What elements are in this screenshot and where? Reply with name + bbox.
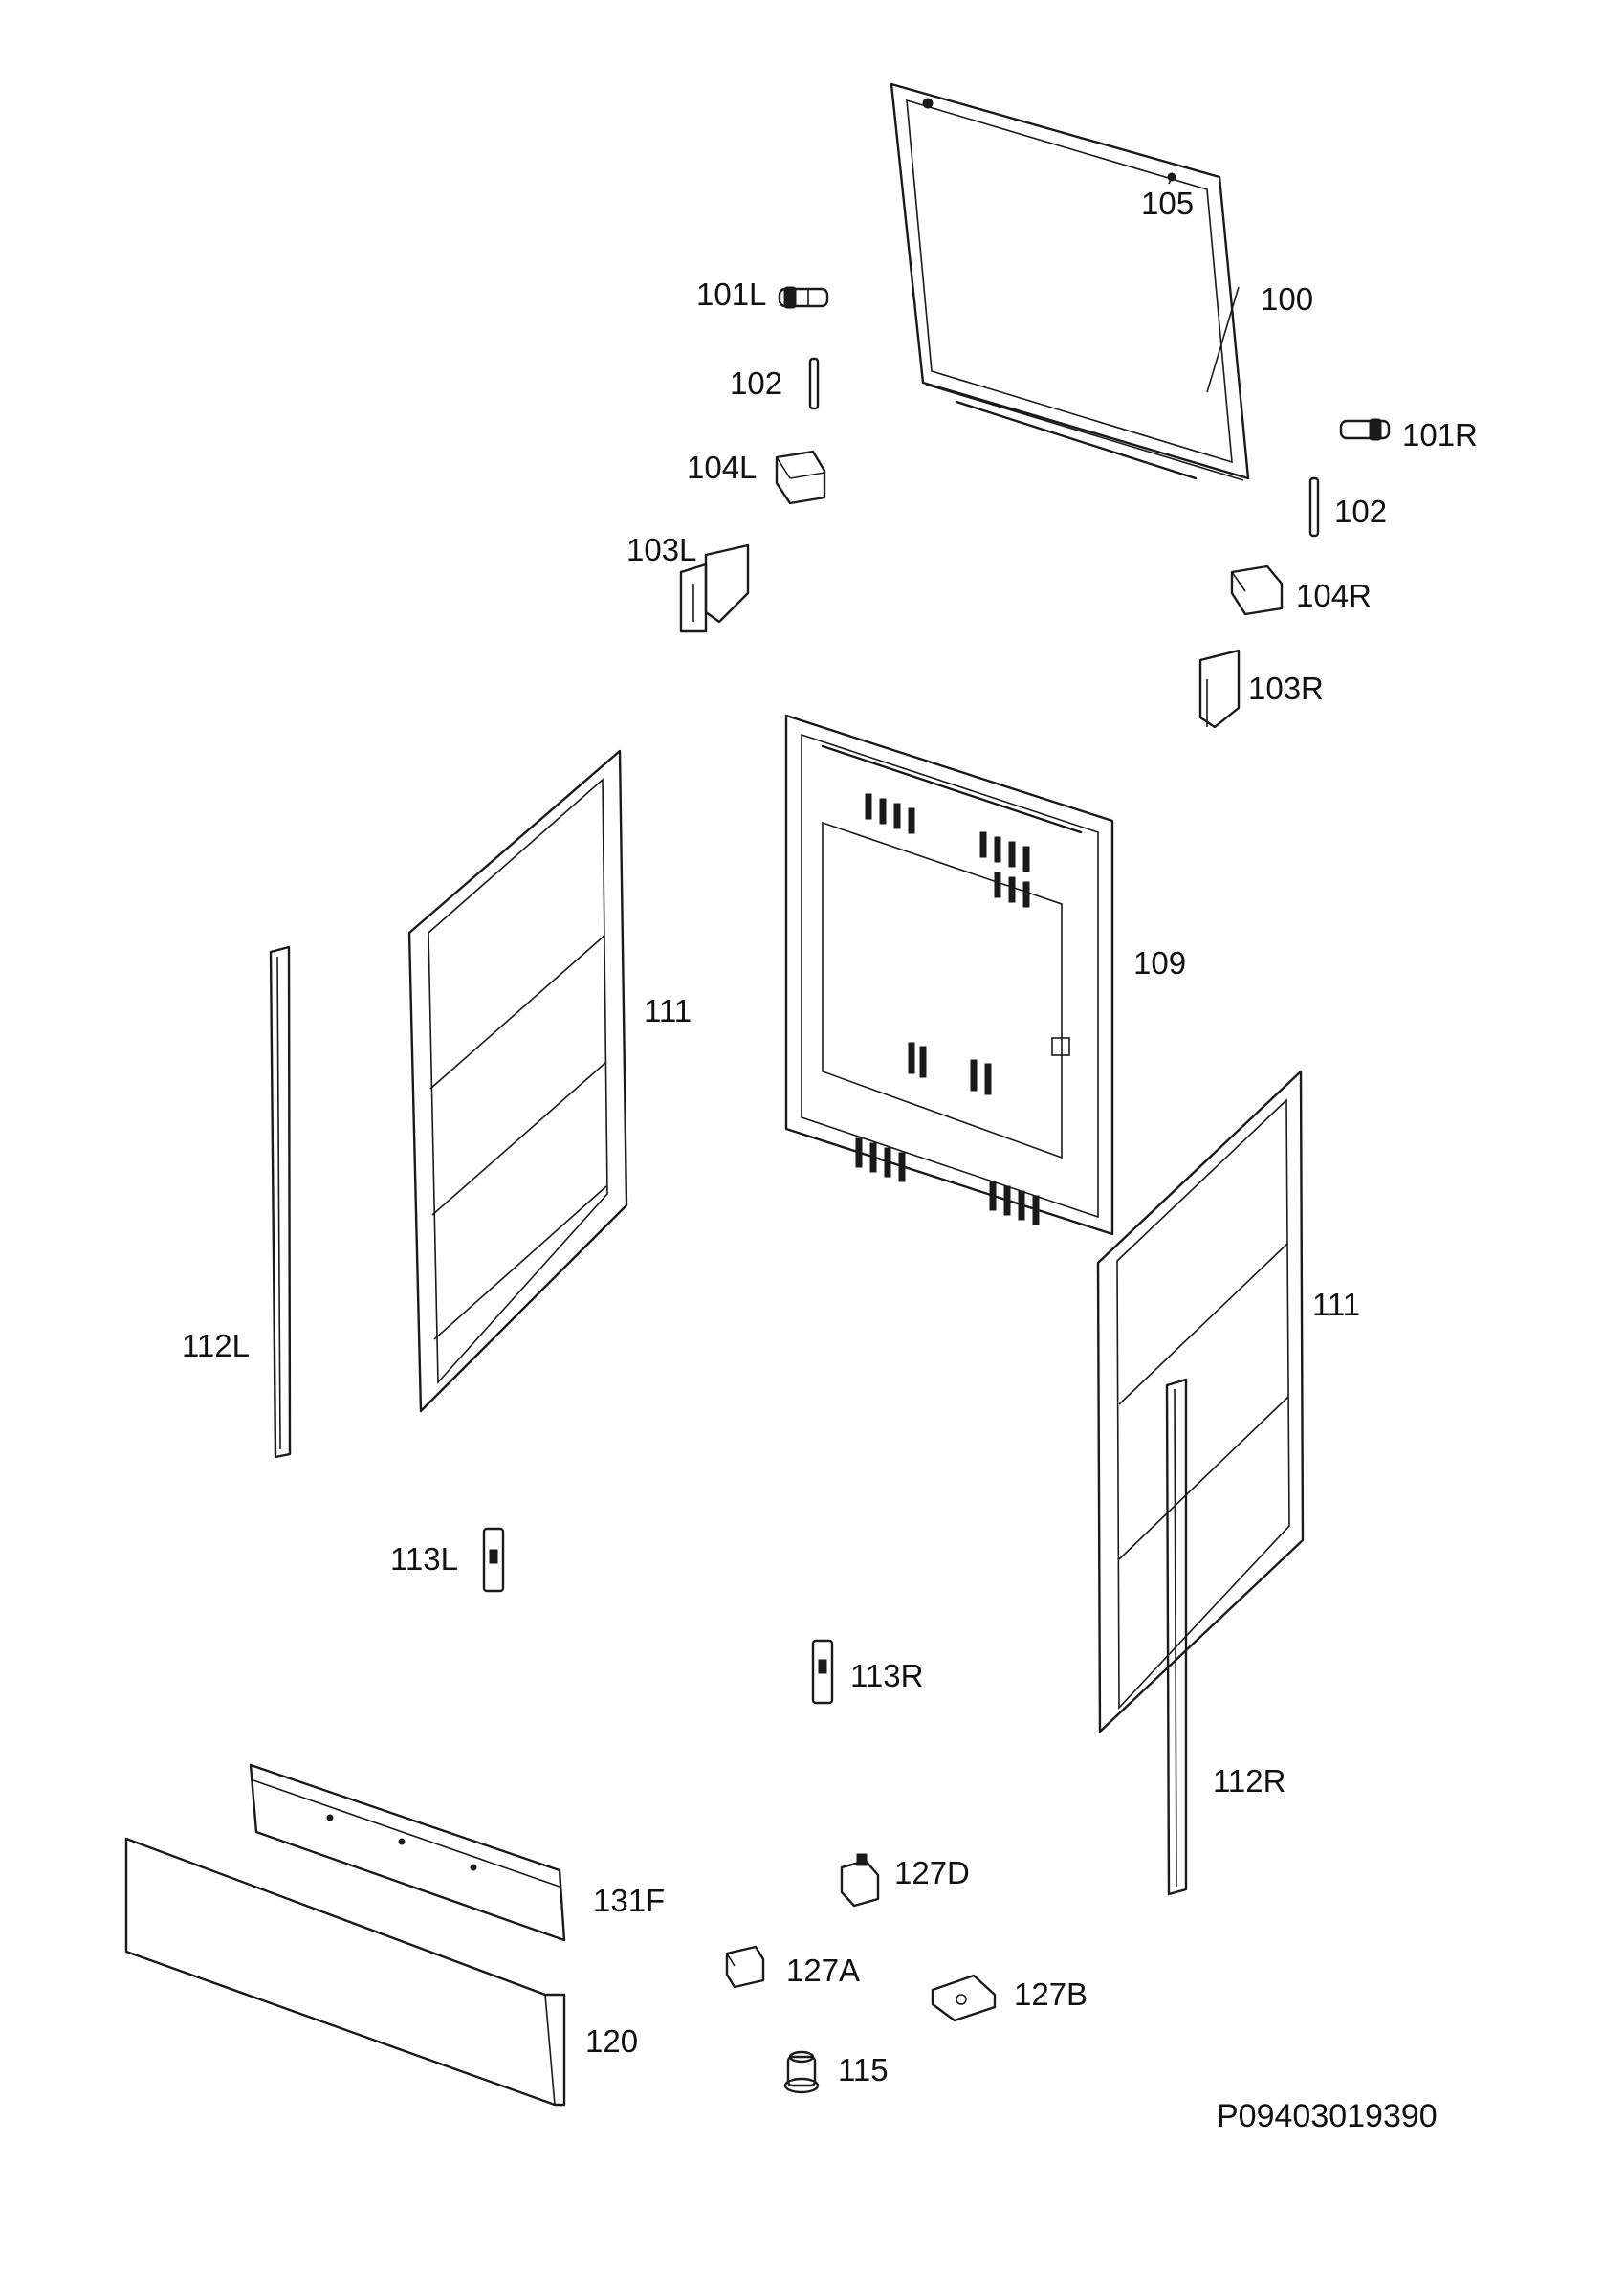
- diagram-code: P09403019390: [1217, 2098, 1438, 2134]
- label-102-left: 102: [730, 365, 783, 401]
- label-113L: 113L: [390, 1541, 458, 1577]
- label-101R: 101R: [1402, 417, 1478, 453]
- part-100-lid[interactable]: [890, 82, 1250, 481]
- label-112R: 112R: [1213, 1763, 1286, 1799]
- part-102-rod-right[interactable]: [1308, 476, 1320, 538]
- part-120-plinth[interactable]: [124, 1837, 566, 2107]
- part-127B-bracket[interactable]: [931, 1974, 997, 2022]
- label-127B: 127B: [1014, 1976, 1088, 2012]
- part-101R-pin[interactable]: [1339, 418, 1391, 441]
- part-101L-pin[interactable]: [778, 286, 829, 309]
- part-103L-bracket[interactable]: [679, 543, 750, 633]
- part-113R-latch[interactable]: [811, 1639, 834, 1705]
- label-101L: 101L: [696, 276, 767, 312]
- part-104L-cap[interactable]: [775, 450, 826, 505]
- label-104L: 104L: [687, 450, 758, 485]
- leader-lines: [1168, 176, 1240, 393]
- part-104R-cap[interactable]: [1230, 564, 1284, 616]
- label-109: 109: [1133, 945, 1187, 981]
- label-102-right: 102: [1334, 494, 1388, 529]
- label-100: 100: [1261, 281, 1314, 317]
- label-113R: 113R: [850, 1658, 924, 1693]
- label-120: 120: [585, 2023, 639, 2059]
- label-127A: 127A: [786, 1953, 861, 1988]
- label-111-right: 111: [1312, 1287, 1361, 1322]
- label-112L: 112L: [182, 1328, 250, 1363]
- label-105: 105: [1141, 186, 1195, 221]
- label-103L: 103L: [626, 532, 697, 567]
- part-131F-rail[interactable]: [249, 1763, 566, 1942]
- label-104R: 104R: [1296, 578, 1372, 613]
- part-112R-strip[interactable]: [1165, 1378, 1188, 1896]
- part-127D-clip[interactable]: [840, 1853, 880, 1908]
- part-112L-strip[interactable]: [269, 945, 292, 1459]
- part-111-side-panel-right[interactable]: [1096, 1070, 1305, 1733]
- part-111-side-panel-left[interactable]: [407, 749, 628, 1413]
- label-115: 115: [838, 2052, 889, 2087]
- part-103R-bracket[interactable]: [1198, 649, 1241, 729]
- label-103R: 103R: [1248, 671, 1324, 706]
- label-131F: 131F: [593, 1883, 666, 1918]
- part-115-foot[interactable]: [783, 2050, 820, 2094]
- label-127D: 127D: [894, 1855, 970, 1890]
- label-111-left: 111: [644, 993, 692, 1028]
- part-102-rod-left[interactable]: [808, 357, 820, 410]
- part-113L-latch[interactable]: [482, 1527, 505, 1593]
- part-109-back-panel[interactable]: [784, 714, 1114, 1236]
- part-127A-block[interactable]: [725, 1945, 765, 1989]
